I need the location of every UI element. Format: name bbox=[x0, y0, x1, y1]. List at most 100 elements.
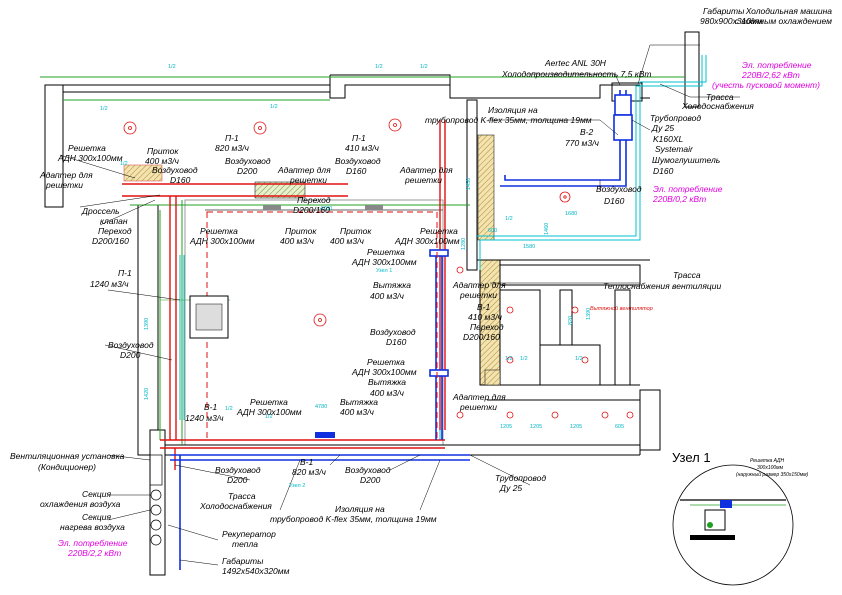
svg-text:1205: 1205 bbox=[570, 424, 582, 430]
label-adapter-left-1: Адаптер для bbox=[39, 170, 93, 180]
label-grille-r1-2: АДН 300x100мм bbox=[351, 257, 417, 267]
svg-text:4780: 4780 bbox=[320, 206, 332, 212]
svg-text:1580: 1580 bbox=[523, 244, 535, 250]
svg-text:1/2: 1/2 bbox=[520, 356, 528, 362]
label-el-v2-1: Эл. потребление bbox=[653, 184, 723, 194]
leader-lines bbox=[59, 44, 740, 566]
grille-supply-2 bbox=[365, 205, 383, 210]
label-b1-b-flow: 1240 м3/ч bbox=[185, 413, 224, 423]
svg-text:1420: 1420 bbox=[144, 388, 150, 400]
label-exhaust-fan: Вытяжной вентилятор bbox=[590, 305, 653, 312]
svg-text:1/2: 1/2 bbox=[265, 414, 273, 420]
label-section-cool-2: охлаждения воздуха bbox=[40, 499, 121, 509]
label-silencer: Шумоглушитель bbox=[652, 155, 720, 165]
label-grille-left-2: АДН 300x100мм bbox=[57, 153, 123, 163]
label-insul-top-2: трубопровод K-flex 35мм, толщина 19мм bbox=[425, 115, 592, 125]
svg-text:1280: 1280 bbox=[461, 238, 467, 250]
label-grille-left-1: Решетка bbox=[68, 143, 106, 153]
label-duct-d160-r-2: D160 bbox=[386, 337, 407, 347]
label-duct-d160-r-1: Воздуховод bbox=[370, 327, 416, 337]
supply-ducts bbox=[122, 120, 446, 470]
svg-text:1/2: 1/2 bbox=[420, 64, 428, 70]
label-adapter-left-2: решетки bbox=[45, 180, 83, 190]
label-throttle-1: Дроссель bbox=[81, 206, 120, 216]
label-trassa-cold-b-2: Холодоснабжения bbox=[199, 501, 272, 511]
label-duct-right-1: Воздуховод bbox=[596, 184, 642, 194]
svg-text:605: 605 bbox=[615, 424, 624, 430]
label-chiller-2: с водяным охлаждением bbox=[735, 16, 833, 26]
node1-detail bbox=[672, 464, 794, 586]
label-p1-b-flow: 410 м3/ч bbox=[345, 143, 379, 153]
label-pritok-c1-2: 400 м3/ч bbox=[280, 236, 314, 246]
label-uzel1-small: Узел 1 bbox=[376, 268, 392, 274]
label-trassa-heat-2: Теплоснабжения вентиляции bbox=[603, 281, 721, 291]
label-p1-a-flow: 820 м3/ч bbox=[215, 143, 249, 153]
label-cold-power: Холодопроизводительность 7,5 кВт bbox=[501, 69, 651, 79]
svg-text:1460: 1460 bbox=[544, 223, 550, 235]
label-b1-c: В-1 bbox=[300, 457, 314, 467]
label-systemair: Systemair bbox=[655, 144, 694, 154]
building-walls bbox=[44, 31, 700, 576]
label-perehod-top-1: Переход bbox=[297, 195, 331, 205]
label-pritok-c2-2: 400 м3/ч bbox=[330, 236, 364, 246]
label-d160-a: D160 bbox=[653, 166, 674, 176]
label-gabarity-b-2: 1492x540x320мм bbox=[222, 566, 290, 576]
label-adapter-r2-2: решетки bbox=[459, 402, 497, 412]
label-gabarity-b-1: Габариты bbox=[222, 556, 264, 566]
label-pipe-b-2: Ду 25 bbox=[499, 483, 522, 493]
label-trassa-cold-2: Холодоснабжения bbox=[681, 101, 754, 111]
label-duct-d200-left-1: Воздуховод bbox=[108, 340, 154, 350]
label-pipe-top-1: Трубопровод bbox=[650, 113, 701, 123]
label-adapter-mid2-1: Адаптер для bbox=[399, 165, 453, 175]
label-duct-d200-b2-2: D200 bbox=[360, 475, 381, 485]
svg-text:1/2: 1/2 bbox=[375, 64, 383, 70]
insulation-hatch bbox=[123, 134, 501, 386]
label-perehod-r-2: D200/160 bbox=[463, 332, 500, 342]
label-el-unit-2: 220В/2,2 кВт bbox=[67, 548, 121, 558]
label-perehod-r-1: Переход bbox=[470, 322, 504, 332]
label-adapter-mid-1: Адаптер для bbox=[277, 165, 331, 175]
label-duct-left-2: D160 bbox=[170, 175, 191, 185]
label-section-heat-1: Секция bbox=[82, 512, 111, 522]
label-v2: В-2 bbox=[580, 127, 594, 137]
label-recup-2: тепла bbox=[232, 539, 258, 549]
label-grille-b-2: АДН 300x100мм bbox=[236, 407, 302, 417]
label-node1-grille-2: 300x100мм bbox=[757, 465, 784, 471]
svg-text:1/2: 1/2 bbox=[100, 106, 108, 112]
label-node1-title: Узел 1 bbox=[672, 450, 711, 465]
svg-text:820: 820 bbox=[568, 316, 574, 325]
label-perehod-left-2: D200/160 bbox=[92, 236, 129, 246]
label-aertec: Aertec ANL 30H bbox=[544, 58, 607, 68]
label-adapter-r1-2: решетки bbox=[459, 290, 497, 300]
label-node1-grille-1: Решетка АДН bbox=[750, 458, 785, 464]
label-exhaust-b-2: 400 м3/ч bbox=[340, 407, 374, 417]
label-b1-b: В-1 bbox=[204, 402, 218, 412]
label-insul-b-1: Изоляция на bbox=[335, 504, 385, 514]
label-p1-a: П-1 bbox=[225, 133, 239, 143]
label-el-chiller-3: (учесть пусковой момент) bbox=[712, 80, 820, 90]
label-pipe-top-2: Ду 25 bbox=[651, 123, 674, 133]
label-grille-c1-1: Решетка bbox=[200, 226, 238, 236]
svg-text:1/2: 1/2 bbox=[505, 216, 513, 222]
label-p1-c-flow: 1240 м3/ч bbox=[90, 279, 129, 289]
svg-text:1/2: 1/2 bbox=[120, 161, 128, 167]
svg-text:1/2: 1/2 bbox=[575, 356, 583, 362]
svg-text:1680: 1680 bbox=[565, 211, 577, 217]
label-exhaust-r1-2: 400 м3/ч bbox=[370, 291, 404, 301]
grille-exhaust-bottom bbox=[315, 432, 335, 438]
label-perehod-left-1: Переход bbox=[98, 226, 132, 236]
label-p1-c: П-1 bbox=[118, 268, 132, 278]
label-el-unit-1: Эл. потребление bbox=[58, 538, 128, 548]
label-duct-d200-b1-1: Воздуховод bbox=[215, 465, 261, 475]
label-pipe-b-1: Трубопровод bbox=[495, 473, 546, 483]
label-grille-r2-1: Решетка bbox=[367, 357, 405, 367]
label-chiller-1: Холодильная машина bbox=[745, 6, 833, 16]
label-v2-flow: 770 м3/ч bbox=[565, 138, 599, 148]
svg-text:1390: 1390 bbox=[144, 318, 150, 330]
svg-text:1205: 1205 bbox=[530, 424, 542, 430]
label-trassa-heat-1: Трасса bbox=[673, 270, 701, 280]
label-vent-unit-1: Вентиляционная установка bbox=[10, 451, 125, 461]
label-duct-d160-mid-2: D160 bbox=[346, 166, 367, 176]
label-gabarity-top-size: 980x900x310мм bbox=[700, 16, 763, 26]
